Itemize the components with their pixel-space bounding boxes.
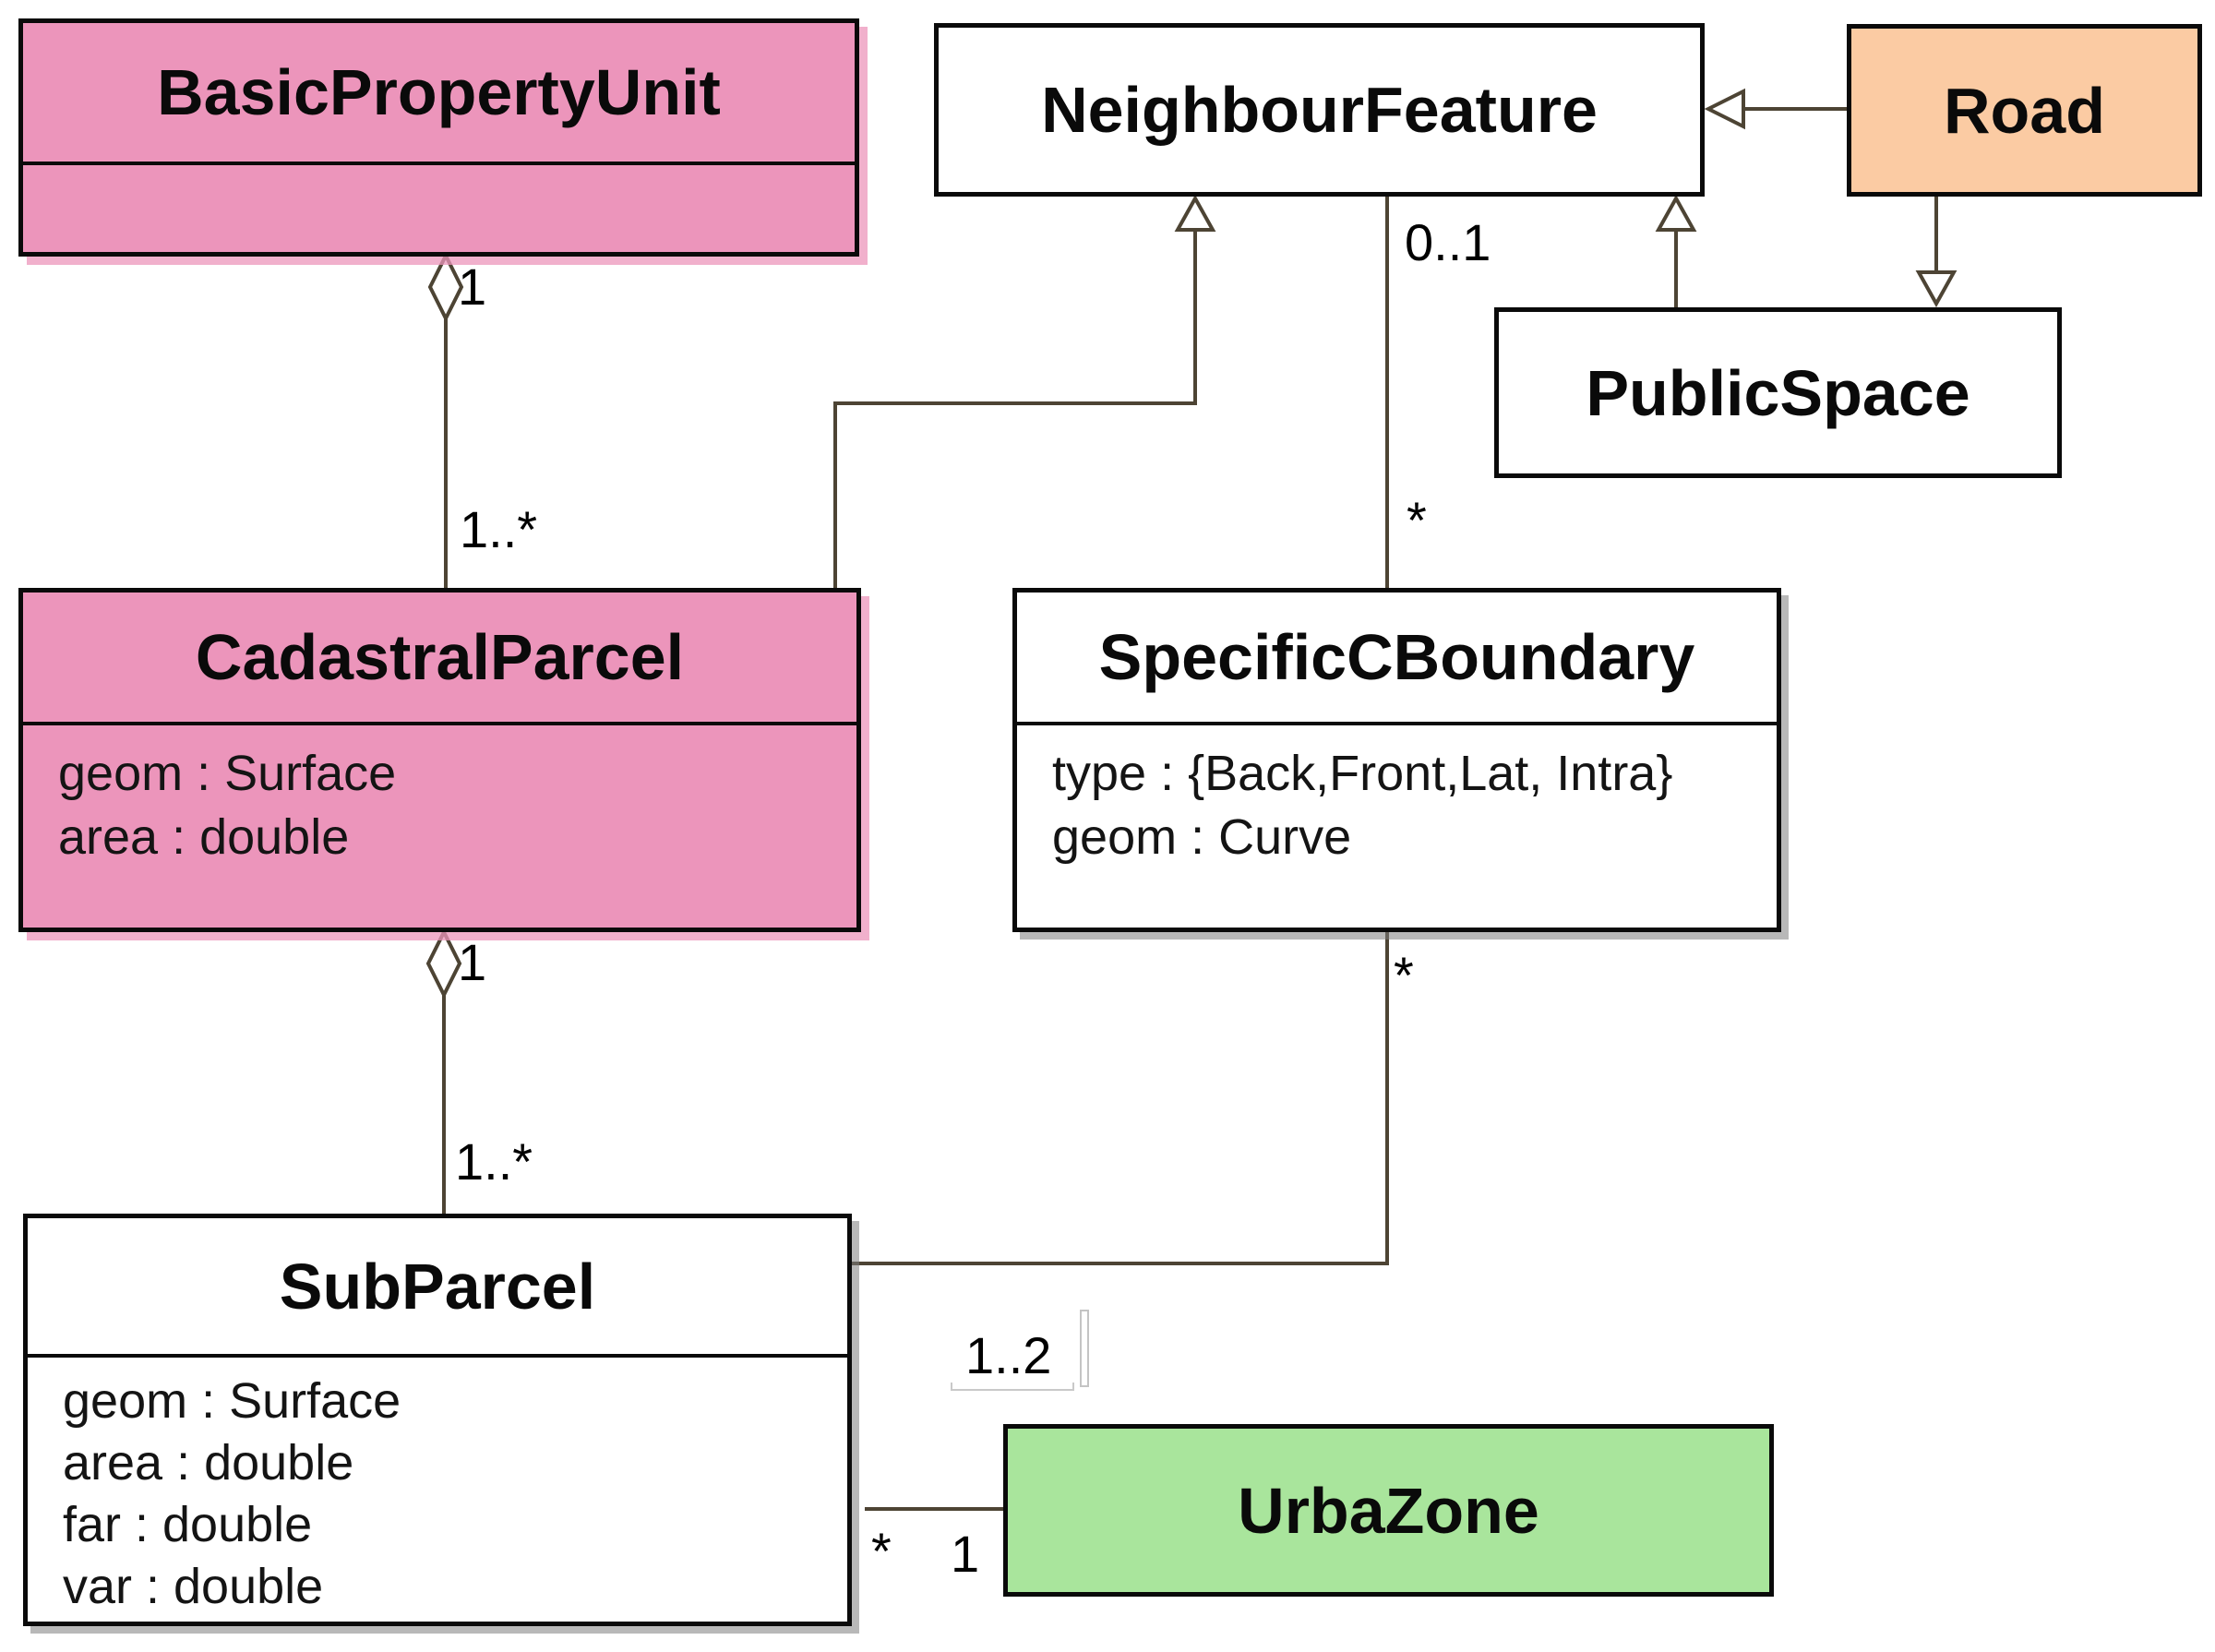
- generalization-road-neighbourfeature: [1704, 88, 1847, 130]
- generalization-publicspace-neighbourfeature: [1655, 194, 1697, 307]
- multiplicity-label: 1..2: [965, 1326, 1052, 1384]
- association-specificcboundary-subparcel: [852, 932, 1389, 1265]
- generalization-road-publicspace: [1915, 197, 1958, 308]
- aggregation-basicpropertyunit-cadastralparcel: [427, 251, 464, 588]
- class-sub-parcel[interactable]: SubParcel geom : Surface area : double f…: [23, 1214, 852, 1626]
- multiplicity-label: *: [1407, 491, 1427, 549]
- generalization-triangle-icon: [1704, 88, 1745, 130]
- text-cursor-artifact: [1080, 1310, 1089, 1387]
- multiplicity-label: 1..*: [460, 500, 538, 558]
- class-attributes: geom : Surface area : double: [23, 722, 856, 928]
- class-basic-property-unit[interactable]: BasicPropertyUnit: [18, 18, 859, 257]
- class-title: Road: [1944, 74, 2105, 147]
- aggregation-cadastralparcel-subparcel: [425, 928, 462, 1214]
- multiplicity-label: 0..1: [1405, 213, 1491, 271]
- attribute: area : double: [58, 809, 350, 865]
- class-attributes: geom : Surface area : double far : doubl…: [28, 1354, 847, 1622]
- class-attributes-empty: [23, 162, 855, 252]
- multiplicity-label: 1..*: [455, 1132, 533, 1191]
- generalization-triangle-icon: [1915, 270, 1958, 308]
- attribute: geom : Curve: [1052, 809, 1352, 865]
- class-cadastral-parcel[interactable]: CadastralParcel geom : Surface area : do…: [18, 588, 861, 932]
- multiplicity-label: 1: [458, 933, 487, 991]
- generalization-triangle-icon: [1655, 194, 1697, 232]
- class-title: NeighbourFeature: [1041, 74, 1598, 146]
- class-specific-c-boundary[interactable]: SpecificCBoundary type : {Back,Front,Lat…: [1012, 588, 1781, 932]
- aggregation-diamond-icon: [427, 251, 464, 323]
- multiplicity-label: 1: [951, 1525, 980, 1583]
- class-title: BasicPropertyUnit: [157, 56, 721, 128]
- generalization-cadastralparcel-neighbourfeature: [833, 194, 1216, 588]
- class-attributes: type : {Back,Front,Lat, Intra} geom : Cu…: [1017, 722, 1777, 928]
- class-title: CadastralParcel: [195, 621, 685, 693]
- class-title: SubParcel: [279, 1250, 596, 1323]
- class-title: PublicSpace: [1586, 356, 1970, 429]
- multiplicity-label: *: [871, 1522, 892, 1580]
- generalization-triangle-icon: [1174, 194, 1216, 232]
- multiplicity-label: *: [1394, 946, 1414, 1004]
- class-title: SpecificCBoundary: [1098, 621, 1695, 693]
- class-urba-zone[interactable]: UrbaZone: [1003, 1424, 1774, 1597]
- multiplicity-label: 1: [458, 257, 487, 316]
- attribute: var : double: [63, 1559, 324, 1614]
- attribute: far : double: [63, 1497, 313, 1552]
- aggregation-diamond-icon: [425, 928, 462, 1000]
- attribute: geom : Surface: [58, 746, 397, 801]
- class-public-space[interactable]: PublicSpace: [1494, 307, 2062, 478]
- attribute: geom : Surface: [63, 1373, 401, 1429]
- class-neighbour-feature[interactable]: NeighbourFeature: [934, 23, 1705, 197]
- class-title: UrbaZone: [1238, 1474, 1539, 1547]
- label-underline-artifact: [951, 1383, 1074, 1391]
- attribute: type : {Back,Front,Lat, Intra}: [1052, 746, 1673, 801]
- attribute: area : double: [63, 1435, 354, 1490]
- class-road[interactable]: Road: [1847, 24, 2202, 197]
